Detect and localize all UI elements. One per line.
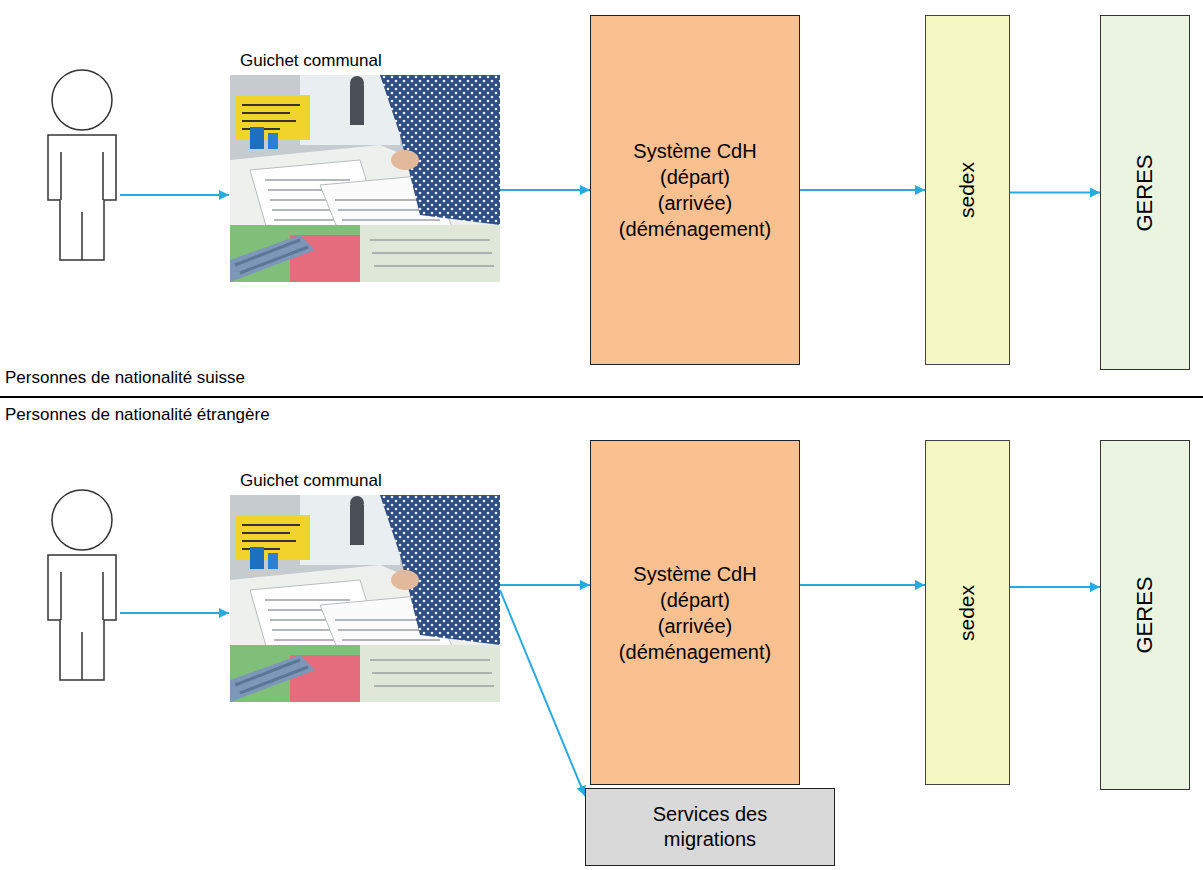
node-text: sedex	[955, 162, 979, 218]
system-box: Système CdH(départ)(arrivée)(déménagemen…	[590, 15, 800, 365]
node-text: Guichet communal	[240, 471, 382, 491]
node-text: sedex	[955, 584, 979, 640]
connector-arrow	[500, 189, 590, 191]
node-text: Système CdH	[633, 138, 756, 164]
platform-box: sedex	[925, 440, 1010, 785]
connector-arrow	[500, 584, 590, 586]
node-text: (déménagement)	[619, 639, 771, 665]
node-text: GERES	[1132, 576, 1158, 653]
node-text: GERES	[1132, 154, 1158, 231]
register-box: GERES	[1100, 15, 1190, 370]
register-box: GERES	[1100, 440, 1190, 790]
connector-arrow	[800, 189, 925, 191]
connector-arrow	[1010, 586, 1100, 588]
counter-photo: Guichet communal	[230, 75, 500, 282]
node-text: (arrivée)	[658, 613, 732, 639]
connector-arrow	[800, 584, 925, 586]
node-text: (déménagement)	[619, 216, 771, 242]
connector-arrow	[1010, 192, 1100, 194]
node-text: Guichet communal	[240, 51, 382, 71]
node-text: Système CdH	[633, 561, 756, 587]
node-text: (départ)	[660, 164, 730, 190]
platform-box: sedex	[925, 15, 1010, 365]
connector-arrow	[500, 590, 585, 796]
node-text: (départ)	[660, 587, 730, 613]
system-box: Système CdH(départ)(arrivée)(déménagemen…	[590, 440, 800, 785]
section-label: Personnes de nationalité étrangère	[5, 405, 270, 425]
node-text: (arrivée)	[658, 190, 732, 216]
section-label: Personnes de nationalité suisse	[5, 368, 245, 388]
counter-photo: Guichet communal	[230, 495, 500, 702]
migration-box: Services des migrations	[585, 788, 835, 866]
node-text: Services des migrations	[625, 802, 795, 852]
